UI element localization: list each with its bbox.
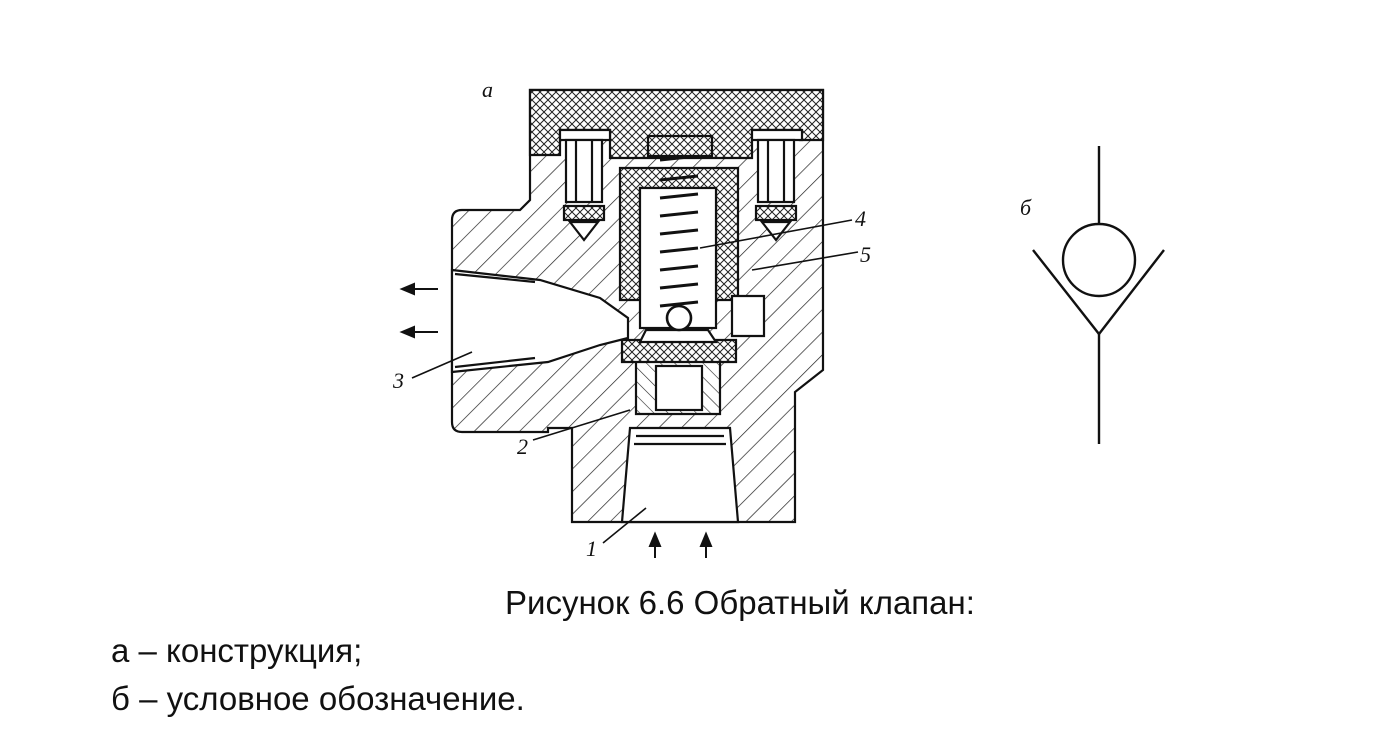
symbol-ball	[1061, 222, 1137, 298]
check-valve-symbol	[1032, 146, 1165, 444]
seat-ring	[620, 338, 738, 364]
inlet-bore	[620, 426, 740, 524]
inlet-flow-arrows	[648, 531, 713, 558]
outlet-port	[450, 268, 630, 374]
symbol-seat	[1032, 249, 1165, 336]
caption-item-b: б – условное обозначение.	[111, 680, 525, 717]
top-cover	[528, 88, 825, 160]
figure-caption-title: Рисунок 6.6 Обратный клапан:	[505, 584, 975, 621]
bolt-left	[558, 128, 612, 242]
part-5-label: 5	[860, 242, 871, 267]
valve-construction-drawing	[399, 88, 859, 558]
part-1-label: 1	[586, 536, 597, 561]
part-4-label: 4	[855, 206, 866, 231]
side-chamber	[730, 294, 766, 338]
outlet-flow-arrows	[399, 282, 438, 339]
caption-item-a: а – конструкция;	[111, 632, 363, 669]
view-b-label: б	[1020, 195, 1032, 220]
leader-lines	[411, 219, 859, 544]
view-a-label: a	[482, 77, 493, 102]
bolt-right	[750, 128, 804, 242]
ball	[665, 304, 693, 332]
part-3-label: 3	[392, 368, 404, 393]
part-2-label: 2	[517, 434, 528, 459]
